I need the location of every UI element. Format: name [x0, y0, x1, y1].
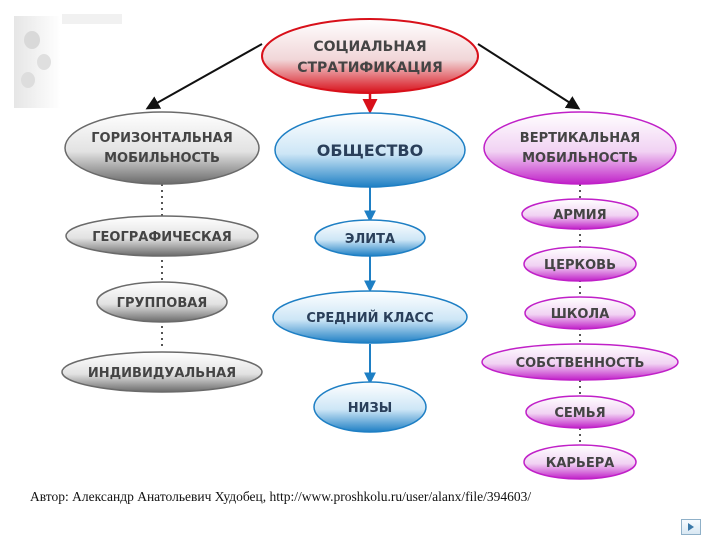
arrow-to-horizontal — [148, 44, 262, 108]
node-group: ГРУППОВАЯ — [97, 282, 227, 322]
node-elite-label: ЭЛИТА — [345, 232, 395, 247]
node-middle-class-label: СРЕДНИЙ КЛАСС — [306, 310, 433, 326]
node-geographic-label: ГЕОГРАФИЧЕСКАЯ — [92, 230, 231, 245]
node-individual-label: ИНДИВИДУАЛЬНАЯ — [88, 366, 236, 381]
node-society-label: ОБЩЕСТВО — [317, 141, 423, 160]
node-lower: НИЗЫ — [314, 382, 426, 432]
next-slide-button[interactable] — [681, 519, 701, 535]
node-army-label: АРМИЯ — [553, 208, 606, 223]
node-individual: ИНДИВИДУАЛЬНАЯ — [62, 352, 262, 392]
node-vertical-line1: ВЕРТИКАЛЬНАЯ — [520, 131, 640, 146]
node-social-stratification-line2: СТРАТИФИКАЦИЯ — [297, 60, 443, 76]
node-school-label: ШКОЛА — [551, 307, 610, 322]
node-church: ЦЕРКОВЬ — [524, 247, 636, 281]
node-career: КАРЬЕРА — [524, 445, 636, 479]
node-group-label: ГРУППОВАЯ — [117, 296, 208, 311]
node-lower-label: НИЗЫ — [348, 401, 392, 416]
node-property: СОБСТВЕННОСТЬ — [482, 344, 678, 380]
node-property-label: СОБСТВЕННОСТЬ — [516, 356, 645, 371]
node-school: ШКОЛА — [525, 297, 635, 329]
node-vertical-mobility: ВЕРТИКАЛЬНАЯ МОБИЛЬНОСТЬ — [484, 112, 676, 184]
node-elite: ЭЛИТА — [315, 220, 425, 256]
corner-decoration — [14, 14, 122, 108]
node-family-label: СЕМЬЯ — [554, 406, 605, 421]
node-career-label: КАРЬЕРА — [546, 456, 615, 471]
node-vertical-line2: МОБИЛЬНОСТЬ — [522, 151, 638, 166]
node-horizontal-line1: ГОРИЗОНТАЛЬНАЯ — [91, 131, 233, 146]
node-army: АРМИЯ — [522, 199, 638, 229]
node-family: СЕМЬЯ — [526, 396, 634, 428]
node-geographic: ГЕОГРАФИЧЕСКАЯ — [66, 216, 258, 256]
next-arrow-icon — [682, 520, 700, 534]
node-horizontal-mobility: ГОРИЗОНТАЛЬНАЯ МОБИЛЬНОСТЬ — [65, 112, 259, 184]
arrow-to-vertical — [478, 44, 578, 108]
node-middle-class: СРЕДНИЙ КЛАСС — [273, 291, 467, 343]
node-society: ОБЩЕСТВО — [275, 113, 465, 187]
node-social-stratification: СОЦИАЛЬНАЯ СТРАТИФИКАЦИЯ — [262, 19, 478, 93]
node-horizontal-line2: МОБИЛЬНОСТЬ — [104, 151, 220, 166]
author-caption: Автор: Александр Анатольевич Худобец, ht… — [30, 489, 690, 505]
node-social-stratification-line1: СОЦИАЛЬНАЯ — [313, 39, 426, 55]
node-church-label: ЦЕРКОВЬ — [544, 258, 616, 273]
